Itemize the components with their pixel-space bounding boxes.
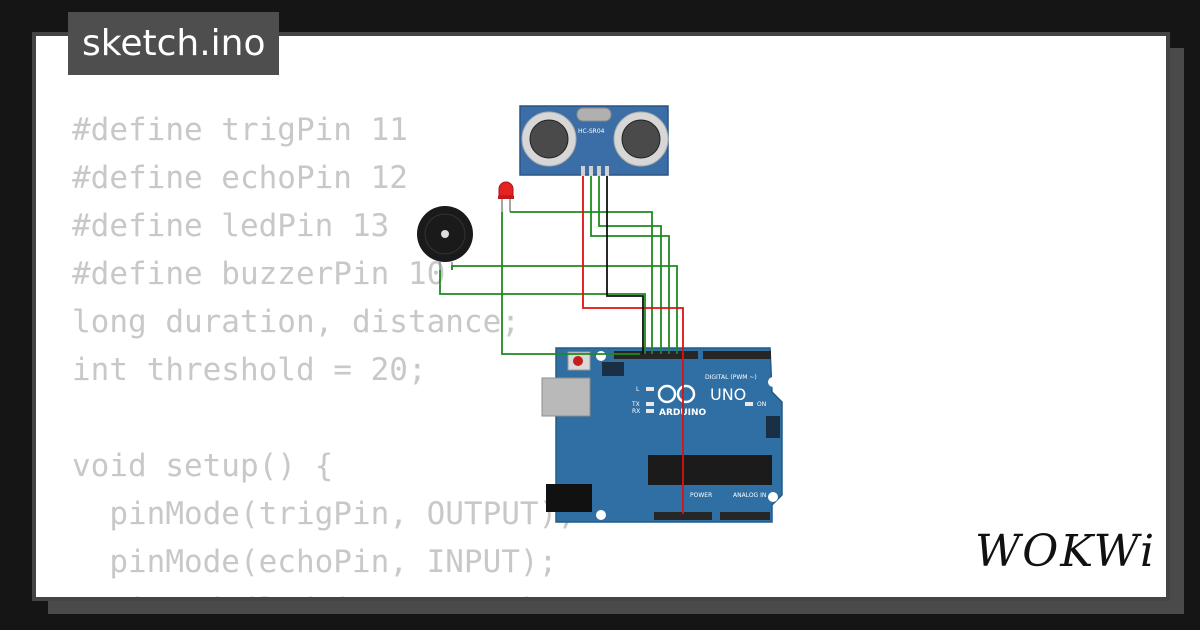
code-line: int threshold = 20;	[72, 352, 427, 388]
sensor-pin-trig[interactable]	[589, 166, 593, 176]
wire-echo-pin12	[598, 176, 662, 354]
file-name-tab[interactable]: sketch.ino	[68, 12, 280, 75]
ultrasonic-sensor: HC-SR04	[519, 105, 669, 176]
sensor-pin-gnd[interactable]	[605, 166, 609, 176]
led-l-label: L	[636, 386, 640, 393]
wire-gnd	[606, 176, 644, 354]
code-line: #define echoPin 12	[72, 160, 408, 196]
analog-header	[720, 512, 770, 520]
wire-buzzer-pin10	[451, 265, 678, 354]
code-preview: #define trigPin 11 #define echoPin 12 #def…	[72, 106, 576, 597]
digital-header-left	[614, 351, 698, 359]
wire-led-pin13	[510, 211, 653, 354]
wire-trig-pin11	[590, 176, 670, 354]
led-on-indicator	[745, 402, 753, 406]
code-line: #define ledPin 13	[72, 208, 390, 244]
led-l-indicator	[646, 387, 654, 391]
wire-led-gnd	[501, 212, 640, 355]
analog-label: ANALOG IN	[733, 492, 766, 499]
wires	[439, 176, 684, 514]
digital-label: DIGITAL (PWM ~)	[705, 374, 757, 381]
code-line: pinMode(trigPin, OUTPUT);	[72, 496, 576, 532]
wire-buzzer-gnd	[439, 270, 646, 354]
tx-label: TX	[631, 401, 640, 408]
code-line: pinMode(echoPin, INPUT);	[72, 544, 558, 580]
led-tx-indicator	[646, 402, 654, 406]
power-jack	[546, 484, 592, 512]
wire-vcc-5v	[582, 176, 684, 514]
arduino-uno-board: UNO ARDUINO DIGITAL (PWM ~) POWER ANALOG…	[541, 347, 783, 523]
board-model: UNO	[710, 385, 746, 404]
red-led	[498, 181, 514, 212]
sensor-pin-echo[interactable]	[597, 166, 601, 176]
code-line: pinMode(ledPin, OUTPUT);	[72, 586, 576, 597]
reset-button[interactable]	[573, 356, 583, 366]
piezo-buzzer	[417, 206, 473, 270]
atmega-chip	[648, 455, 772, 485]
rx-label: RX	[632, 408, 640, 415]
wokwi-logo: WOKWi	[975, 526, 1157, 577]
sensor-model: HC-SR04	[578, 128, 605, 135]
power-label: POWER	[690, 492, 712, 499]
code-line: #define trigPin 11	[72, 112, 408, 148]
digital-header-right	[703, 351, 771, 359]
sensor-pin-vcc[interactable]	[581, 166, 585, 176]
code-line: #define buzzerPin 10	[72, 256, 446, 292]
on-label: ON	[757, 401, 766, 408]
code-line: long duration, distance;	[72, 304, 520, 340]
usb-port	[541, 377, 591, 417]
code-line: void setup() {	[72, 448, 334, 484]
power-header	[654, 512, 712, 520]
led-rx-indicator	[646, 409, 654, 413]
arduino-logo-icon	[657, 384, 696, 404]
